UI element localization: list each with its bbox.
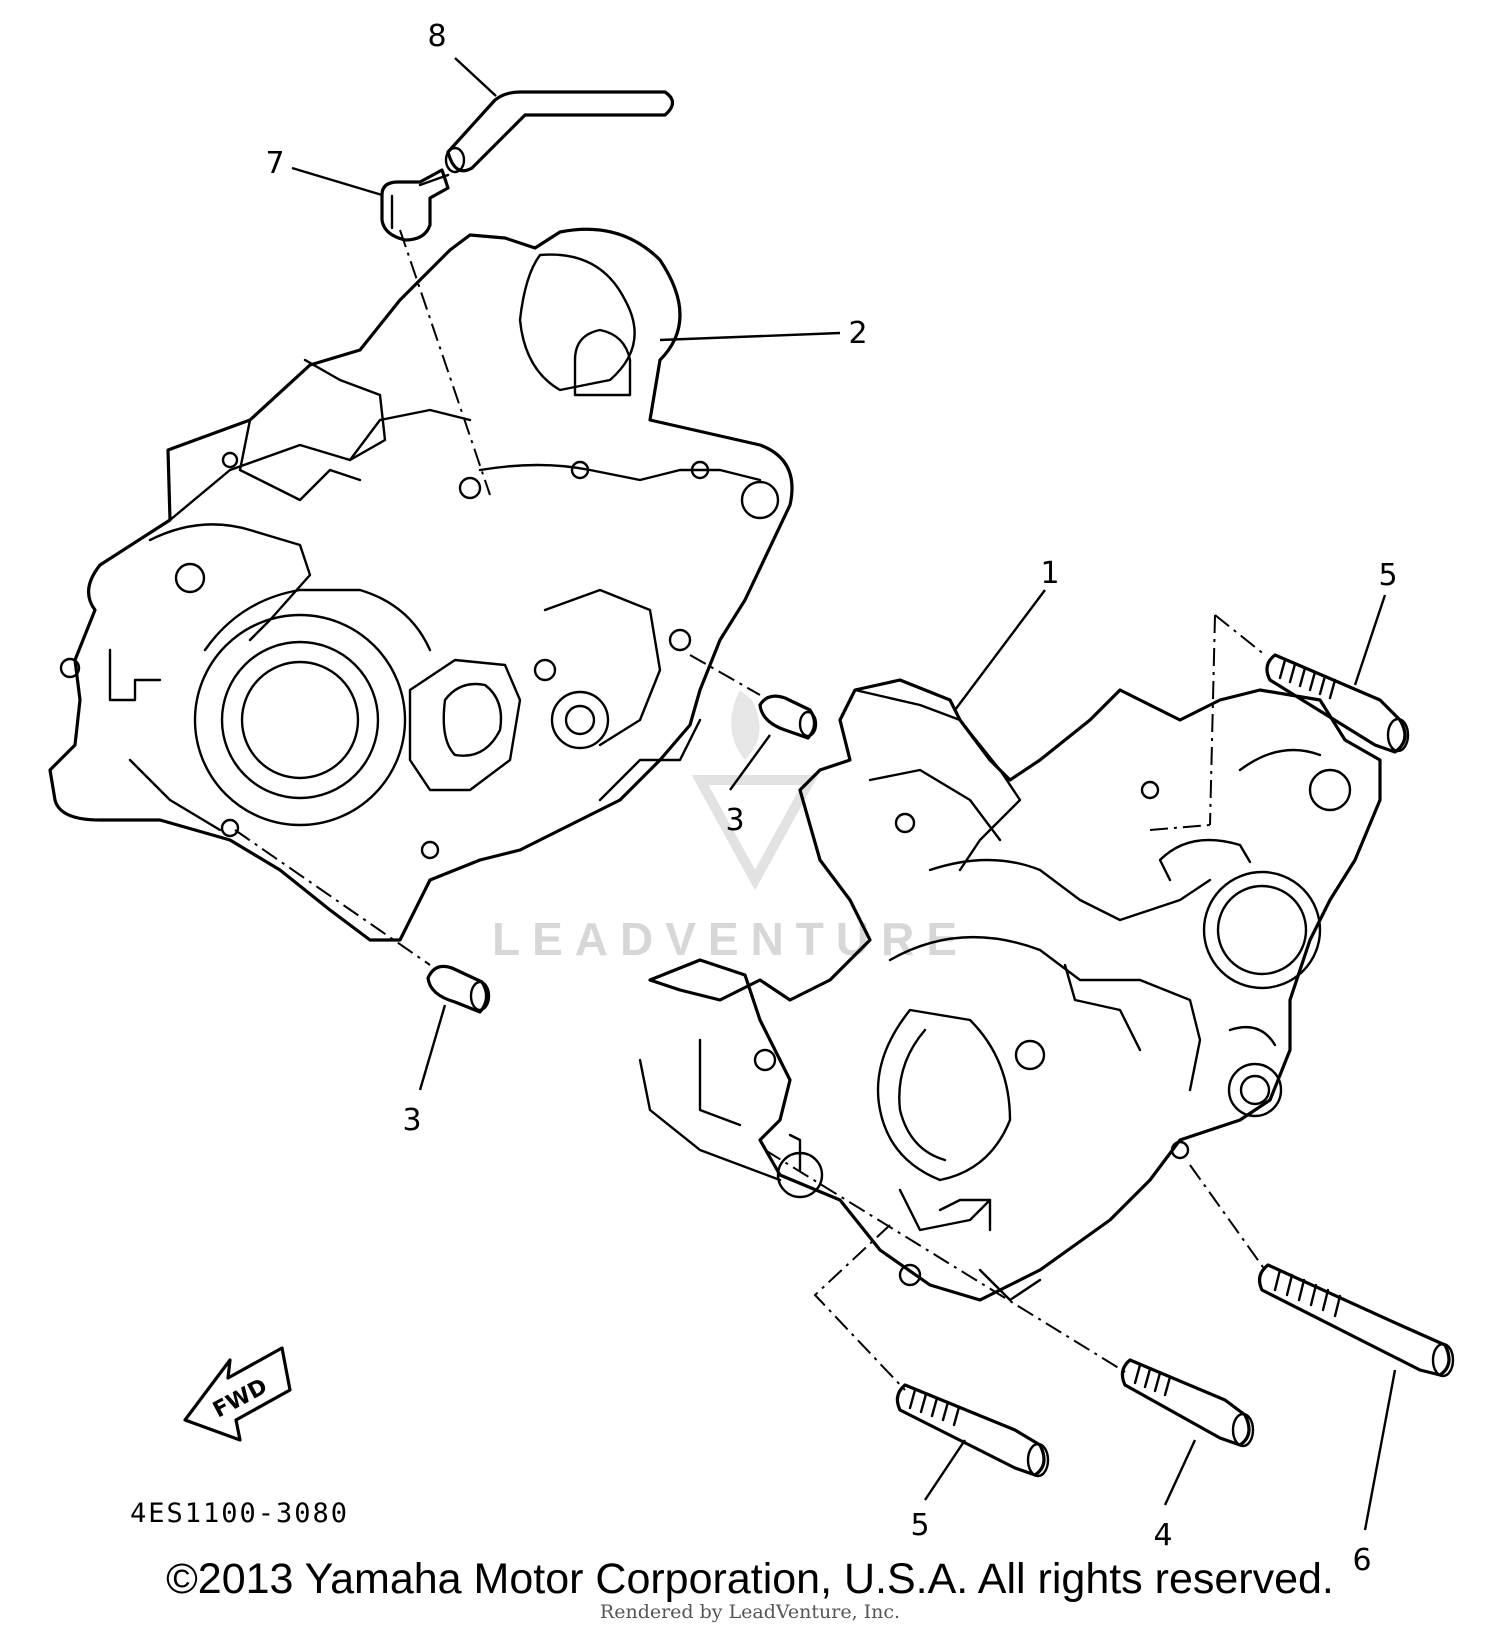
- part-1-right-crankcase: [638, 678, 1382, 1302]
- callout-1: 1: [1040, 556, 1059, 591]
- leader-lines: [291, 57, 1397, 1531]
- part-7-fitting: [380, 168, 450, 242]
- fwd-arrow: FWD: [183, 1346, 292, 1442]
- part-2-left-crankcase: [48, 227, 794, 942]
- watermark: LEADVENTURE: [492, 690, 969, 965]
- callout-5-lower: 5: [910, 1508, 929, 1543]
- callout-7: 7: [265, 146, 284, 181]
- copyright-notice: ©2013 Yamaha Motor Corporation, U.S.A. A…: [166, 1555, 1334, 1603]
- part-5-bolt-upper: [1265, 653, 1410, 754]
- part-3-dowel-lower: [426, 964, 491, 1014]
- part-5-bolt-lower: [895, 1383, 1050, 1478]
- part-4-bolt: [1120, 1358, 1255, 1448]
- diagram-reference-code: 4ES1100-3080: [130, 1498, 349, 1529]
- rendered-by-notice: Rendered by LeadVenture, Inc.: [599, 1601, 901, 1623]
- callout-6: 6: [1352, 1543, 1371, 1578]
- callout-5-upper: 5: [1378, 558, 1397, 593]
- part-6-bolt: [1257, 1263, 1455, 1378]
- part-8-hose: [444, 90, 675, 174]
- watermark-text: LEADVENTURE: [492, 913, 969, 965]
- callout-3-upper: 3: [725, 803, 744, 838]
- part-3-dowel-upper: [758, 694, 818, 740]
- callout-4: 4: [1153, 1518, 1172, 1553]
- callout-2: 2: [848, 316, 867, 351]
- assembly-centerlines: [234, 229, 1266, 1391]
- callout-8: 8: [427, 19, 446, 54]
- callout-labels: 8 7 2 1 5 3 3 6 4 5: [265, 19, 1397, 1578]
- callout-3-lower: 3: [402, 1103, 421, 1138]
